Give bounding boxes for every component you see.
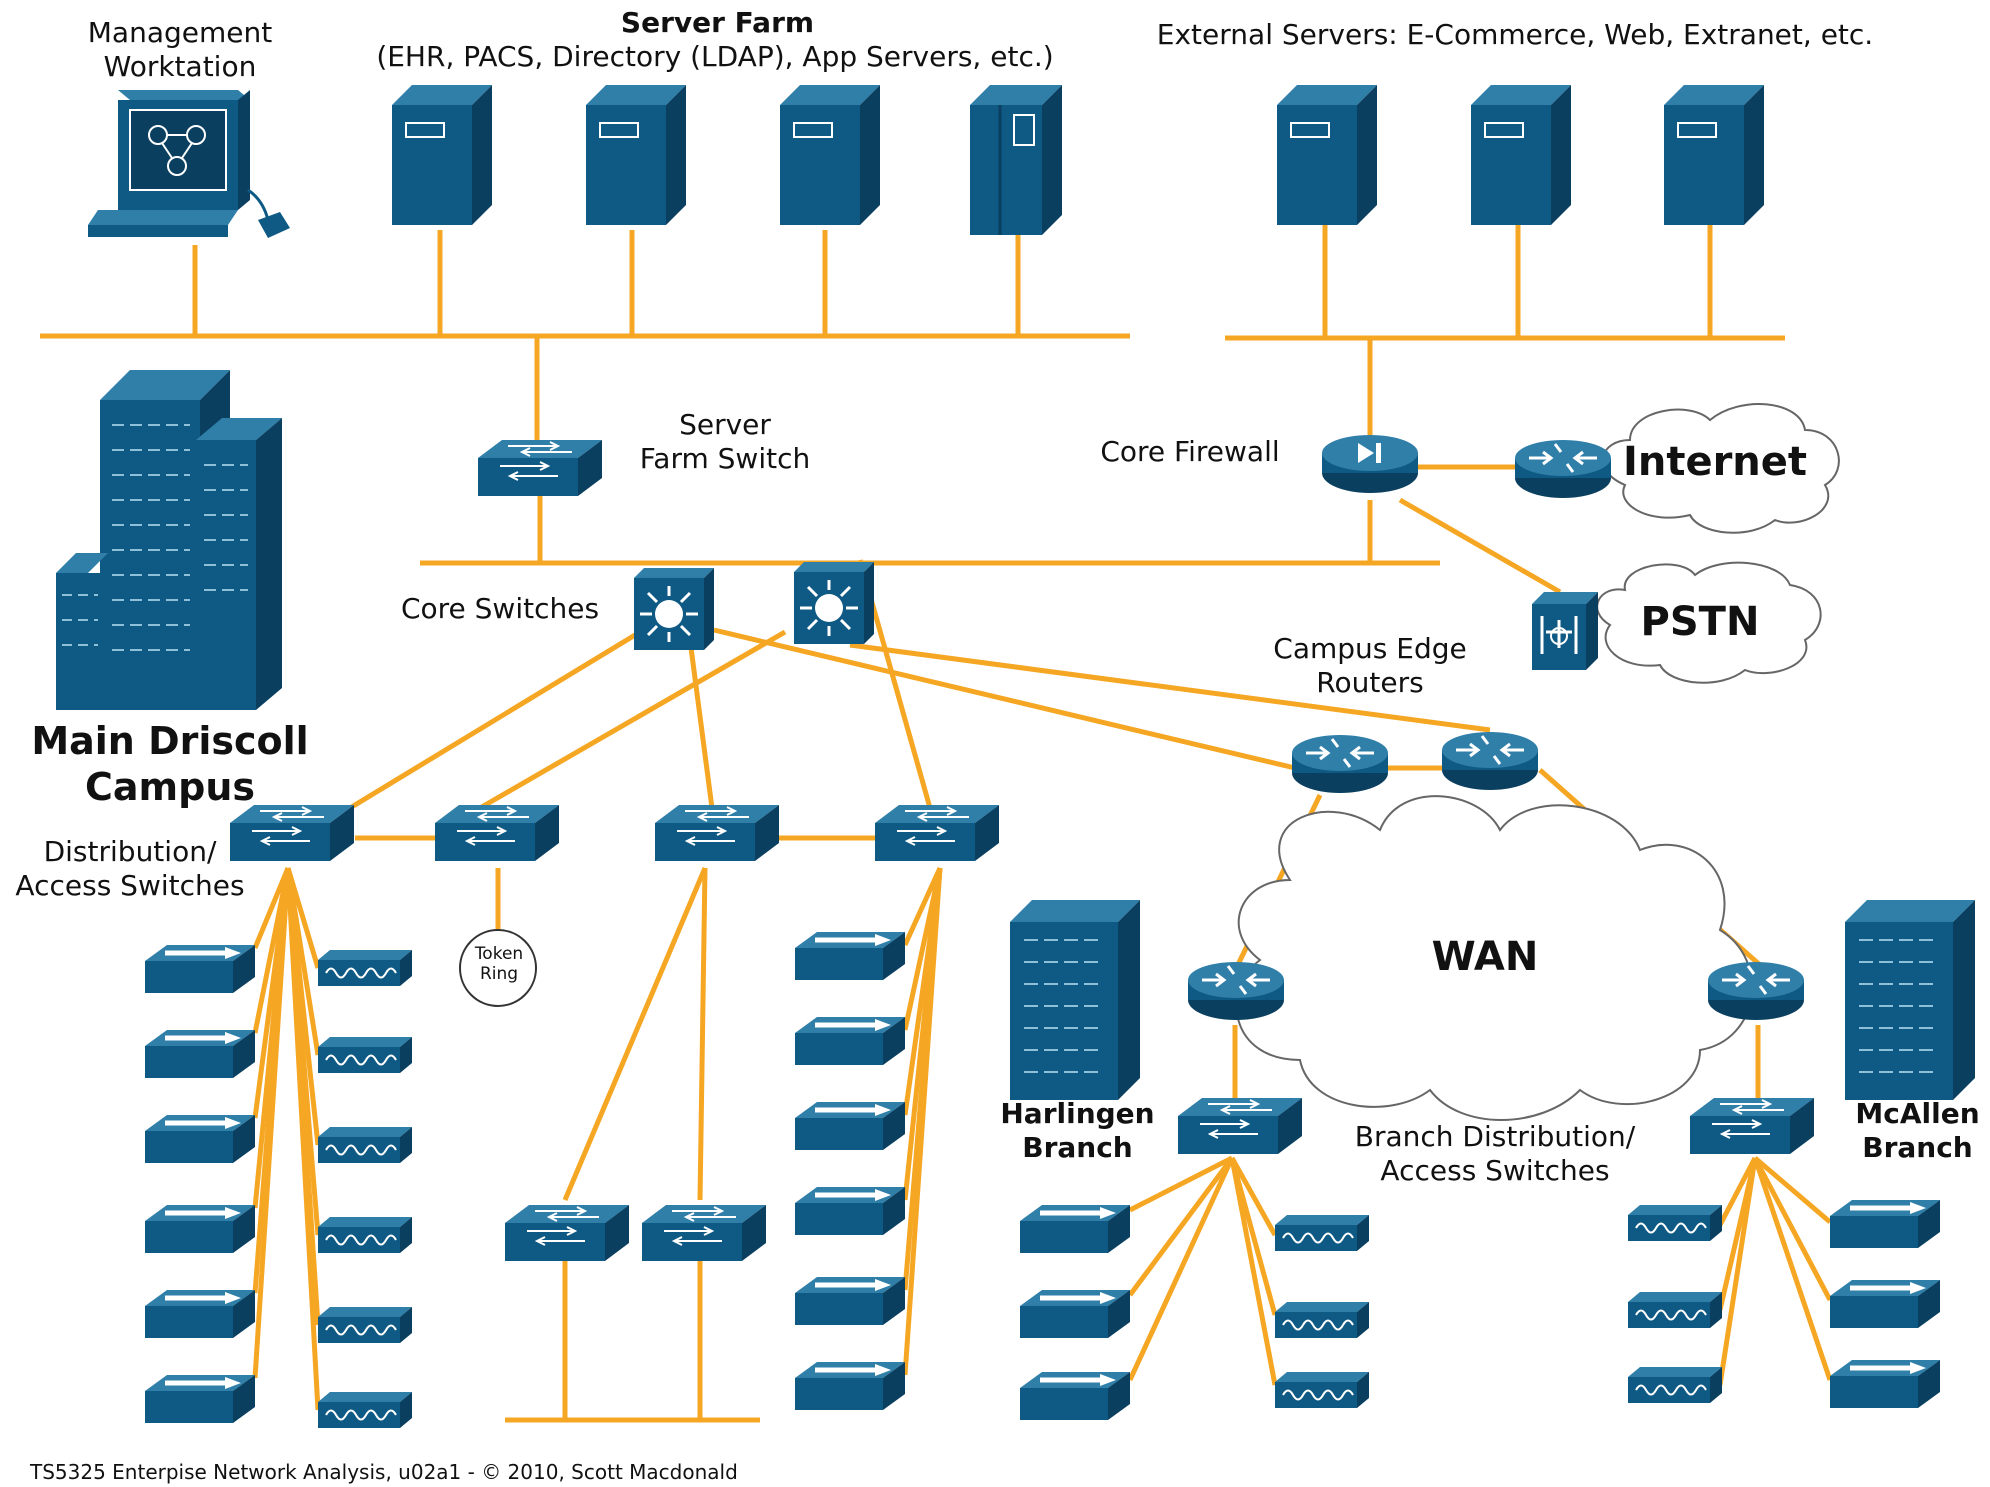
pbx-icon bbox=[1532, 592, 1598, 670]
access-switch-icon bbox=[145, 1290, 255, 1338]
pstn-label: PSTN bbox=[1640, 599, 1760, 645]
access-switch-icon bbox=[145, 1375, 255, 1423]
access-switch-icon bbox=[795, 1017, 905, 1065]
access-switch-icon bbox=[1830, 1360, 1940, 1408]
hub-icon bbox=[317, 1391, 413, 1429]
pstn-cloud-icon bbox=[1596, 561, 1822, 684]
access-switch-icon bbox=[1020, 1372, 1130, 1420]
access-switch-icon bbox=[795, 1362, 905, 1410]
access-switch-icon bbox=[145, 1205, 255, 1253]
hub-icon bbox=[317, 1216, 413, 1254]
router-icon bbox=[1513, 438, 1613, 500]
workstation-icon bbox=[88, 90, 290, 238]
distribution-switch-icon bbox=[654, 804, 780, 862]
wan-label: WAN bbox=[1431, 934, 1539, 980]
server-farm-switch-label: Server Farm Switch bbox=[639, 408, 811, 475]
mcallen-branch-label: McAllen Branch bbox=[1855, 1097, 1980, 1164]
server-farm-subtitle: (EHR, PACS, Directory (LDAP), App Server… bbox=[376, 40, 1054, 73]
hub-icon bbox=[1627, 1366, 1723, 1404]
branch-switch-icon bbox=[1177, 1097, 1303, 1155]
access-switch-icon bbox=[1020, 1205, 1130, 1253]
distribution-access-label: Distribution/ Access Switches bbox=[15, 835, 245, 902]
token-ring-label: Token Ring bbox=[474, 944, 524, 984]
network-links bbox=[40, 222, 1833, 1423]
footer-credit: TS5325 Enterpise Network Analysis, u02a1… bbox=[30, 1460, 738, 1484]
internet-cloud-icon bbox=[1602, 403, 1840, 534]
distribution-switch-icon bbox=[874, 804, 1000, 862]
hub-icon bbox=[317, 949, 413, 987]
hub-icon bbox=[1627, 1291, 1723, 1329]
branch-switch-icon bbox=[1689, 1097, 1815, 1155]
internet-label: Internet bbox=[1622, 439, 1808, 485]
wan-cloud-icon bbox=[1235, 795, 1753, 1121]
access-switch-icon bbox=[1830, 1200, 1940, 1248]
hub-icon bbox=[317, 1306, 413, 1344]
server-icon bbox=[1276, 84, 1378, 226]
access-switch-icon bbox=[795, 932, 905, 980]
core-switches-label: Core Switches bbox=[400, 592, 600, 625]
access-switch-icon bbox=[1020, 1290, 1130, 1338]
server-icon bbox=[1470, 84, 1572, 226]
access-switch-icon bbox=[145, 945, 255, 993]
core-switch-icon bbox=[634, 568, 714, 650]
access-switch-icon bbox=[145, 1115, 255, 1163]
edge-router-icon bbox=[1440, 730, 1540, 792]
mainframe-icon bbox=[970, 85, 1062, 235]
external-servers-label: External Servers: E-Commerce, Web, Extra… bbox=[1156, 18, 1874, 51]
harlingen-branch-label: Harlingen Branch bbox=[1000, 1097, 1155, 1164]
hub-icon bbox=[1274, 1214, 1370, 1252]
branch-distribution-label: Branch Distribution/ Access Switches bbox=[1354, 1120, 1636, 1187]
edge-router-icon bbox=[1290, 733, 1390, 795]
hub-icon bbox=[1627, 1204, 1723, 1242]
hub-icon bbox=[1274, 1371, 1370, 1409]
access-switch-icon bbox=[795, 1187, 905, 1235]
access-switch-icon bbox=[504, 1204, 630, 1262]
branch-router-icon bbox=[1706, 960, 1806, 1022]
distribution-switch-icon bbox=[434, 804, 560, 862]
campus-edge-routers-label: Campus Edge Routers bbox=[1273, 632, 1467, 699]
server-icon bbox=[779, 84, 881, 226]
branch-router-icon bbox=[1186, 960, 1286, 1022]
server-icon bbox=[391, 84, 493, 226]
main-campus-label: Main Driscoll Campus bbox=[31, 719, 309, 809]
core-switch-icon bbox=[794, 562, 874, 644]
access-switch-icon bbox=[795, 1277, 905, 1325]
server-farm-title: Server Farm bbox=[620, 6, 815, 39]
core-firewall-label: Core Firewall bbox=[1100, 435, 1280, 468]
building-icon bbox=[1009, 899, 1141, 1101]
hub-icon bbox=[317, 1036, 413, 1074]
building-icon bbox=[56, 370, 282, 710]
server-icon bbox=[585, 84, 687, 226]
firewall-icon bbox=[1322, 435, 1418, 493]
server-icon bbox=[1663, 84, 1765, 226]
management-workstation-label: Management Worktation bbox=[87, 16, 273, 83]
hub-icon bbox=[317, 1126, 413, 1164]
access-switch-icon bbox=[795, 1102, 905, 1150]
access-switch-icon bbox=[641, 1204, 767, 1262]
server-farm-switch-icon bbox=[477, 439, 603, 497]
building-icon bbox=[1844, 899, 1976, 1101]
access-switch-icon bbox=[145, 1030, 255, 1078]
token-ring-icon bbox=[459, 929, 537, 1007]
hub-icon bbox=[1274, 1301, 1370, 1339]
access-switch-icon bbox=[1830, 1280, 1940, 1328]
